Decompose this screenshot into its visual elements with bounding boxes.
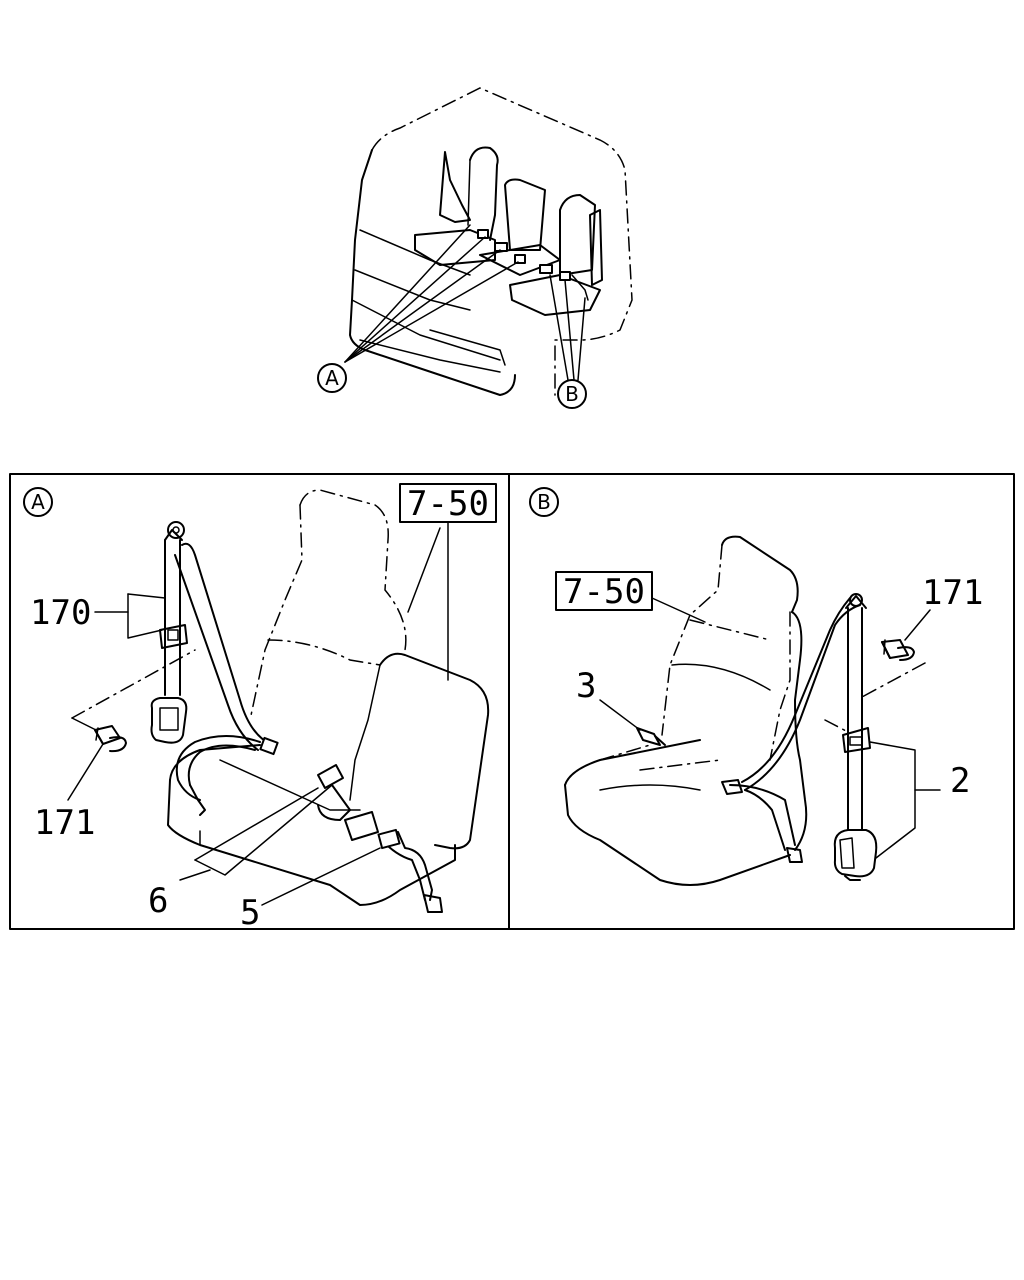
label-3: 3: [576, 666, 596, 706]
panel-b-ref-box: [555, 571, 653, 611]
panel-a-ref-label: 7-50: [407, 484, 489, 524]
panel-a-marker: A: [31, 490, 45, 514]
callout-b-label: B: [565, 382, 579, 406]
panel-a-marker-circle: [23, 487, 53, 517]
panel-b: B 7-50: [529, 487, 983, 886]
label-5: 5: [240, 893, 260, 933]
callout-b-circle: [557, 379, 587, 409]
label-171-b: 171: [922, 573, 983, 613]
cab-overview-illustration: A B: [317, 87, 633, 409]
label-170: 170: [30, 593, 91, 633]
label-2: 2: [950, 761, 970, 801]
callout-a-circle: [317, 363, 347, 393]
label-171-a: 171: [34, 803, 95, 843]
detail-panels-frame: [9, 473, 1015, 930]
label-6: 6: [148, 881, 168, 921]
panel-b-marker: B: [537, 490, 551, 514]
callout-a-label: A: [325, 366, 339, 390]
panel-b-ref-label: 7-50: [563, 572, 645, 612]
panel-a: A 7-50: [23, 483, 497, 933]
panel-b-marker-circle: [529, 487, 559, 517]
